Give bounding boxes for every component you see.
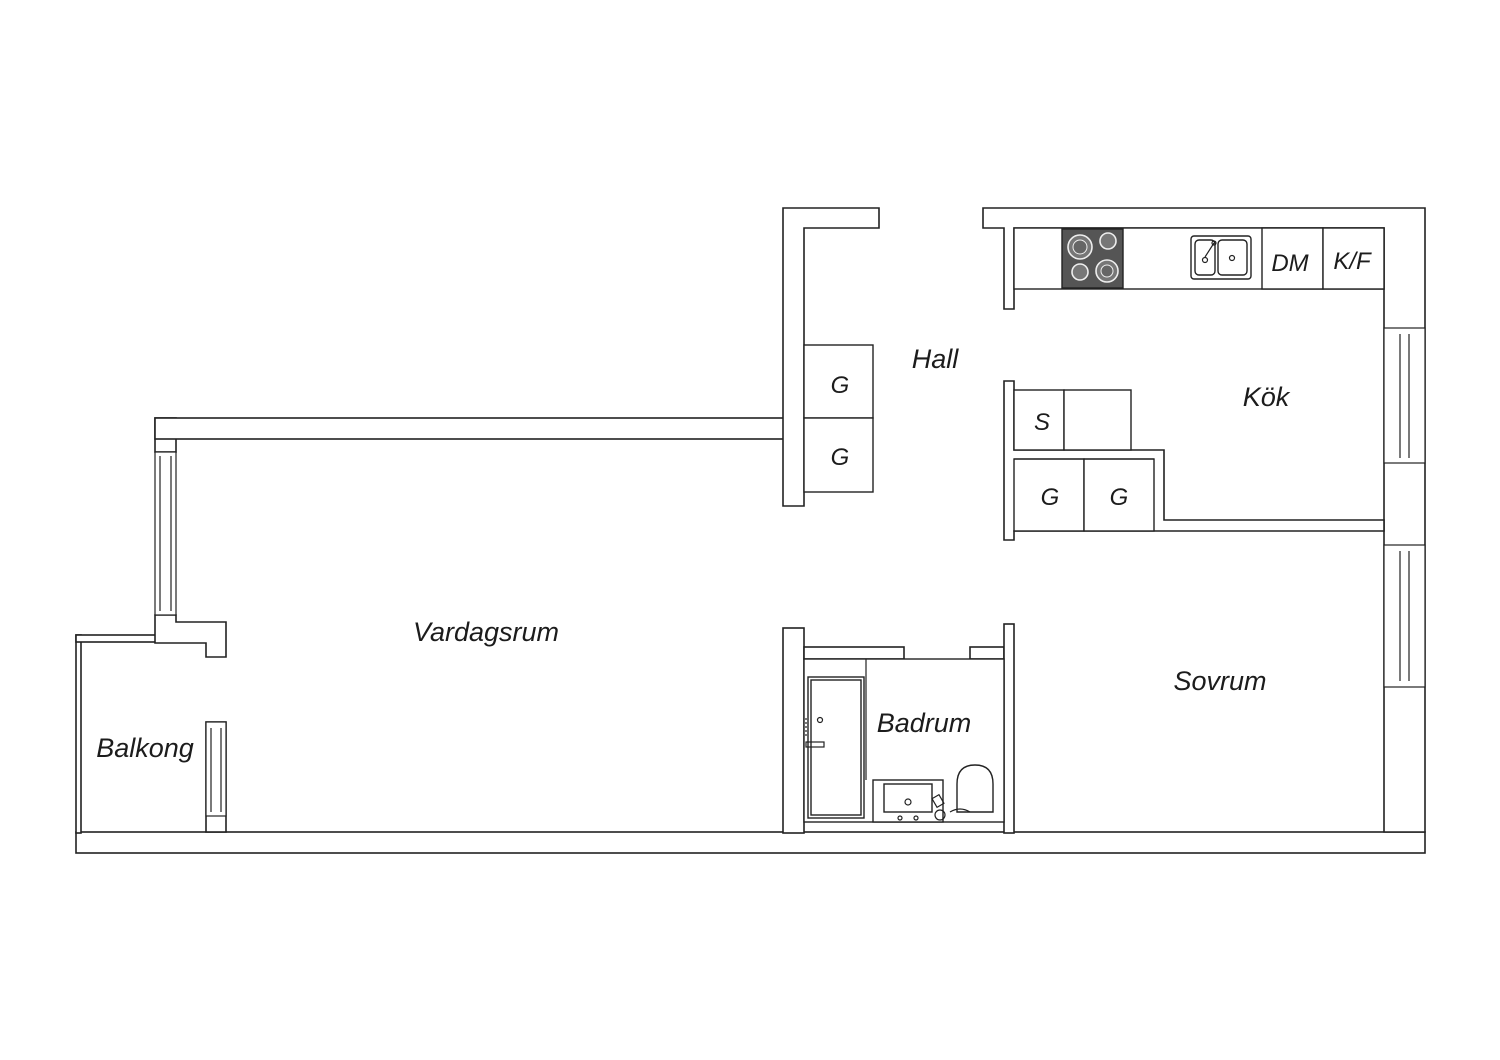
toilet-icon xyxy=(949,764,994,813)
wardrobe-hall-2 xyxy=(803,417,874,493)
storage-label: S xyxy=(1034,409,1050,436)
dishwasher xyxy=(1261,227,1324,290)
wall-bottom xyxy=(75,831,1426,854)
bathroom-fixtures xyxy=(803,658,1005,823)
room-label-hall: Hall xyxy=(912,344,960,374)
wall-bath-right xyxy=(1003,623,1015,834)
fridge-freezer xyxy=(1322,227,1385,290)
wall-bath-top-right xyxy=(969,646,1005,660)
storage-cabinet xyxy=(1013,389,1065,451)
dishwasher-label: DM xyxy=(1271,250,1308,277)
wall-living-top xyxy=(154,417,805,440)
kitchen-cabinets: S G G xyxy=(1013,389,1155,532)
wardrobe-label: G xyxy=(1110,484,1129,511)
room-label-sovrum: Sovrum xyxy=(1173,666,1266,696)
room-labels: Hall Kök Vardagsrum Balkong Badrum Sovru… xyxy=(96,344,1291,763)
room-label-vardagsrum: Vardagsrum xyxy=(413,617,559,647)
washbasin-icon xyxy=(872,779,946,823)
wardrobe-kitchen-2 xyxy=(1083,458,1155,532)
wall-hall-left xyxy=(782,207,880,507)
room-label-balkong: Balkong xyxy=(96,733,194,763)
wardrobe-hall-1 xyxy=(803,344,874,419)
sink-icon xyxy=(1190,235,1252,280)
cabinet-blank xyxy=(1063,389,1132,451)
walls xyxy=(75,207,1426,854)
window-bedroom xyxy=(1383,544,1426,688)
wardrobe-label: G xyxy=(831,444,850,471)
shower-icon xyxy=(805,676,865,819)
wall-bath-top-left xyxy=(803,646,905,660)
windows xyxy=(154,327,1426,817)
wardrobe-label: G xyxy=(831,372,850,399)
room-label-badrum: Badrum xyxy=(877,708,972,738)
kitchen-counter: DM K/F xyxy=(1013,227,1385,290)
window-living-left xyxy=(154,451,177,616)
wall-balcony-left xyxy=(75,634,82,834)
window-kitchen xyxy=(1383,327,1426,464)
stove-icon xyxy=(1061,228,1124,289)
room-label-kok: Kök xyxy=(1243,382,1291,412)
wall-balcony-top xyxy=(75,634,157,643)
fridge-freezer-label: K/F xyxy=(1333,248,1372,275)
wall-bath-left xyxy=(782,627,805,834)
window-balcony xyxy=(205,721,227,817)
wardrobe-label: G xyxy=(1041,484,1060,511)
wall-living-left-lower xyxy=(154,614,227,658)
hall-wardrobes: G G xyxy=(803,344,874,493)
